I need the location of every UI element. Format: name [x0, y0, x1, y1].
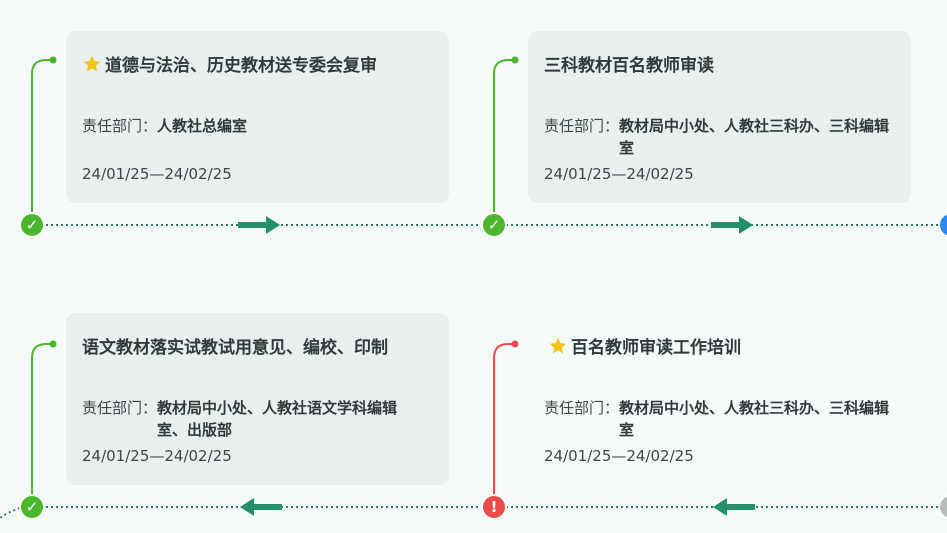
task-card[interactable]: 百名教师审读工作培训 责任部门： 教材局中小处、人教社三科办、三科编辑室 24/… — [528, 313, 911, 485]
task-title: 道德与法治、历史教材送专委会复审 — [82, 51, 377, 76]
arrow-left-icon — [240, 498, 282, 516]
check-icon: ✓ — [19, 494, 45, 520]
task-card[interactable]: 语文教材落实试教试用意见、编校、印制 责任部门： 教材局中小处、人教社语文学科编… — [66, 313, 449, 485]
department-value: 教材局中小处、人教社三科办、三科编辑室 — [619, 117, 890, 157]
stem-dot-card-1 — [49, 56, 57, 64]
task-card[interactable]: 道德与法治、历史教材送专委会复审 责任部门： 人教社总编室 24/01/25—2… — [66, 31, 449, 203]
star-icon — [83, 55, 101, 71]
stem-card-3 — [31, 343, 52, 494]
task-date-range: 24/01/25—24/02/25 — [544, 447, 694, 465]
department-label: 责任部门： — [82, 399, 158, 417]
arrow-left-icon — [713, 498, 755, 516]
department-label: 责任部门： — [544, 117, 620, 135]
stem-card-2 — [493, 59, 514, 212]
arrow-right-icon — [711, 216, 753, 234]
task-card[interactable]: 三科教材百名教师审读 责任部门： 教材局中小处、人教社三科办、三科编辑室 24/… — [528, 31, 911, 203]
task-date-range: 24/01/25—24/02/25 — [82, 165, 232, 183]
task-title: 语文教材落实试教试用意见、编校、印制 — [82, 333, 388, 358]
stem-card-1 — [31, 59, 52, 212]
check-icon: ✓ — [481, 212, 507, 238]
department-value: 教材局中小处、人教社语文学科编辑室、出版部 — [157, 399, 398, 439]
stem-dot-card-3 — [49, 340, 57, 348]
task-title-text: 三科教材百名教师审读 — [544, 56, 714, 76]
task-title-text: 道德与法治、历史教材送专委会复审 — [105, 56, 377, 76]
task-title-text: 百名教师审读工作培训 — [571, 338, 741, 358]
stem-dot-card-4 — [511, 340, 519, 348]
arrow-right-icon — [238, 216, 280, 234]
task-title-text: 语文教材落实试教试用意见、编校、印制 — [82, 338, 388, 358]
task-title: 三科教材百名教师审读 — [544, 51, 714, 76]
department-label: 责任部门： — [82, 117, 158, 135]
stem-card-4 — [493, 343, 514, 494]
department-value: 人教社总编室 — [157, 117, 248, 135]
task-department: 责任部门： 人教社总编室 — [82, 115, 247, 137]
status-node-active — [938, 212, 947, 238]
stem-dot-card-2 — [511, 56, 519, 64]
status-node-pending — [938, 494, 947, 520]
task-date-range: 24/01/25—24/02/25 — [82, 447, 232, 465]
task-department: 责任部门： 教材局中小处、人教社三科办、三科编辑室 — [544, 397, 889, 441]
task-department: 责任部门： 教材局中小处、人教社三科办、三科编辑室 — [544, 115, 889, 159]
task-department: 责任部门： 教材局中小处、人教社语文学科编辑室、出版部 — [82, 397, 422, 441]
department-value: 教材局中小处、人教社三科办、三科编辑室 — [619, 399, 890, 439]
department-label: 责任部门： — [544, 399, 620, 417]
timeline-rail-curve — [0, 507, 21, 519]
task-title: 百名教师审读工作培训 — [548, 333, 741, 358]
task-date-range: 24/01/25—24/02/25 — [544, 165, 694, 183]
check-icon: ✓ — [19, 212, 45, 238]
star-icon — [549, 337, 567, 353]
exclamation-icon: ! — [481, 494, 507, 520]
